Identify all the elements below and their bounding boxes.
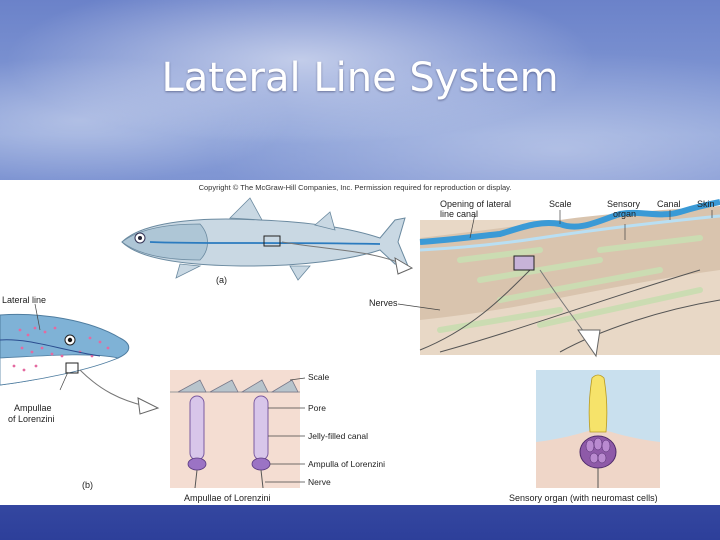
label-sensory: Sensory <box>607 199 641 209</box>
label-ampulla: Ampulla of Lorenzini <box>308 459 386 469</box>
label-line-canal: line canal <box>440 209 479 219</box>
shark-head-illustration <box>0 303 160 415</box>
label-lateral-line: Lateral line <box>2 295 47 305</box>
canal-cross-section <box>397 199 720 358</box>
label-jelly-canal: Jelly-filled canal <box>308 431 368 441</box>
ampullae-cross-section <box>170 370 306 489</box>
label-nerves: Nerves <box>369 298 398 308</box>
label-pore: Pore <box>308 403 326 413</box>
label-opening-lateral: Opening of lateral <box>440 199 512 209</box>
label-organ: organ <box>613 209 637 219</box>
label-scale: Scale <box>308 372 330 382</box>
label-scale-top: Scale <box>549 199 572 209</box>
figure-panel: Copyright © The McGraw-Hill Companies, I… <box>0 180 720 505</box>
caption-sensory-organ: Sensory organ (with neuromast cells) <box>509 493 658 503</box>
diagram-artwork <box>0 197 720 489</box>
panel-b-letter: (b) <box>82 480 93 490</box>
label-ampullae: Ampullae <box>14 403 52 413</box>
sensory-organ-closeup <box>536 370 660 488</box>
copyright-notice: Copyright © The McGraw-Hill Companies, I… <box>198 183 512 192</box>
label-canal: Canal <box>657 199 681 209</box>
label-of-lorenzini: of Lorenzini <box>8 414 55 424</box>
fish-illustration <box>121 197 414 281</box>
label-nerve: Nerve <box>308 477 331 487</box>
slide-title: Lateral Line System <box>161 55 559 101</box>
label-skin: Skin <box>697 199 715 209</box>
caption-ampullae: Ampullae of Lorenzini <box>184 493 271 503</box>
panel-a-letter: (a) <box>216 275 227 285</box>
